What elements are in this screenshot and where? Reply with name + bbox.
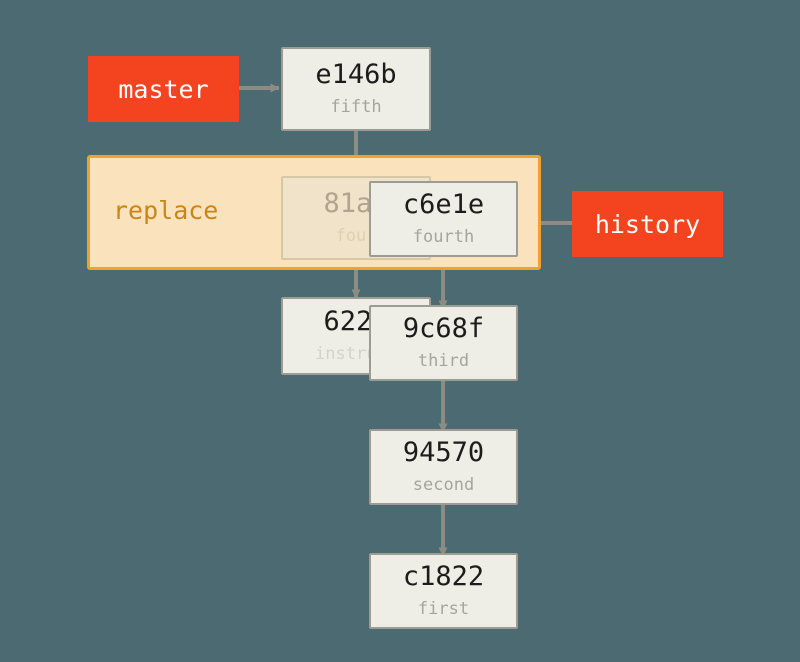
commit-node-94570[interactable]: 94570 second <box>369 429 518 505</box>
commit-sha-c6e1e: c6e1e <box>402 189 485 221</box>
commit-sha-e146b: e146b <box>315 59 397 91</box>
commit-message-9c68f: third <box>417 350 470 371</box>
commit-sha-94570: 94570 <box>402 437 485 469</box>
commit-message-94570: second <box>412 474 475 495</box>
commit-message-c1822: first <box>417 598 470 619</box>
commit-message-e146b: fifth <box>330 96 382 117</box>
commit-sha-c1822: c1822 <box>402 561 485 593</box>
commit-message-c6e1e: fourth <box>412 226 475 247</box>
commit-sha-9c68f: 9c68f <box>402 313 485 345</box>
replace-region-label: replace <box>113 196 219 225</box>
commit-node-e146b[interactable]: e146b fifth <box>281 47 431 131</box>
ref-tag-history-label: history <box>594 209 701 239</box>
ref-tag-master-label: master <box>118 74 209 104</box>
ref-tag-master[interactable]: master <box>88 56 239 122</box>
ref-tag-history[interactable]: history <box>572 191 723 257</box>
commit-node-c6e1e[interactable]: c6e1e fourth <box>369 181 518 257</box>
commit-node-9c68f[interactable]: 9c68f third <box>369 305 518 381</box>
commit-message-81a7: four <box>335 225 377 246</box>
commit-node-c1822[interactable]: c1822 first <box>369 553 518 629</box>
